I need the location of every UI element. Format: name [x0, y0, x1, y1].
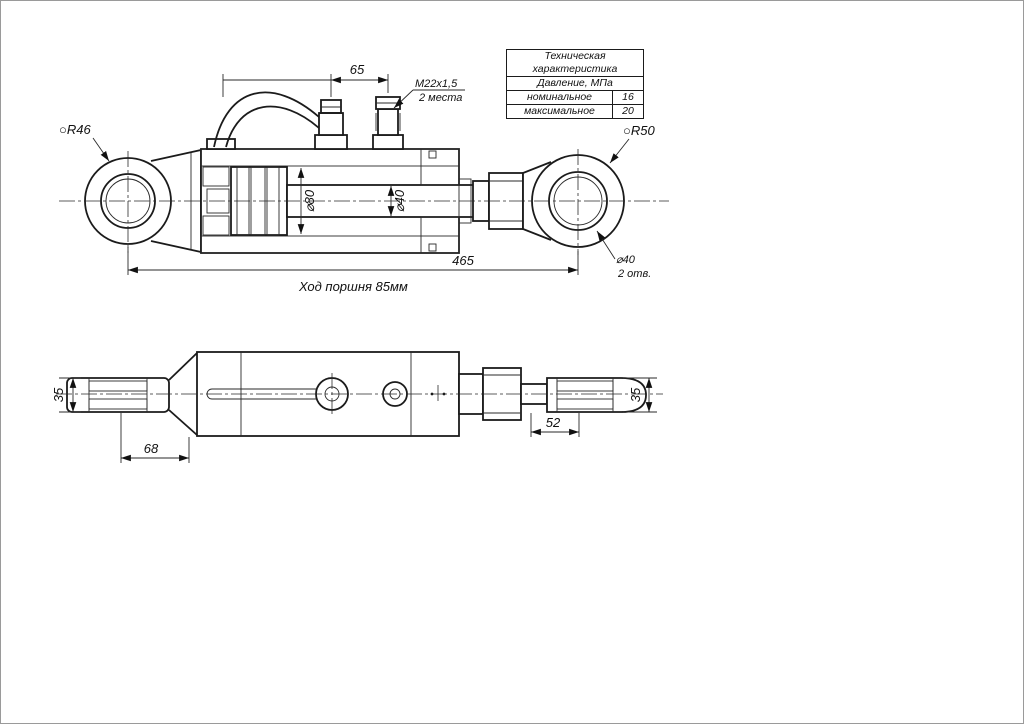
- dim-65: 65: [222, 62, 389, 97]
- port-left: [314, 99, 348, 150]
- plan-left-eye: [66, 377, 170, 413]
- thread-callout: M22x1,5 2 места: [393, 78, 465, 109]
- dim-68-label: 68: [144, 441, 159, 456]
- spec-table-max-row: максимальное 20: [507, 105, 643, 118]
- thread-places-label: 2 места: [418, 92, 462, 104]
- tube: [206, 91, 320, 150]
- thread-label: M22x1,5: [415, 78, 458, 90]
- radius-right-label: ○R50: [623, 123, 655, 138]
- spec-table-nominal-row: номинальное 16: [507, 91, 643, 105]
- dim-35-left: 35: [51, 377, 81, 413]
- spec-table: Техническая характеристика Давление, МПа…: [506, 49, 644, 119]
- stroke-label: Ход поршня 85мм: [298, 279, 408, 294]
- spec-table-pressure-label: Давление, МПа: [537, 77, 613, 89]
- dim-68: 68: [120, 413, 190, 463]
- dim-rod: ⌀40: [387, 186, 407, 216]
- eye-hole-dia-label: ⌀40: [616, 254, 636, 266]
- dim-35-right-label: 35: [628, 387, 643, 402]
- bore-dia-label: ⌀80: [302, 189, 317, 212]
- dim-35-left-label: 35: [51, 387, 66, 402]
- eye-hole-callout: ⌀40 2 отв.: [596, 230, 651, 280]
- dim-465-label: 465: [452, 253, 474, 268]
- spec-table-pressure-row: Давление, МПа: [507, 77, 643, 91]
- spec-table-nominal-value: 16: [612, 91, 643, 104]
- spec-table-title: Техническая характеристика: [532, 50, 618, 75]
- dim-65-label: 65: [350, 62, 365, 77]
- dim-35-right: 35: [623, 377, 657, 413]
- spec-table-nominal-label: номинальное: [526, 91, 593, 103]
- plan-view: 35 35 68 52: [51, 351, 663, 463]
- spec-table-max-label: максимальное: [524, 105, 595, 117]
- dim-bore: ⌀80: [297, 168, 317, 234]
- spec-table-max-value: 20: [612, 105, 643, 118]
- radius-right-callout: ○R50: [609, 123, 655, 164]
- dim-52-label: 52: [546, 415, 561, 430]
- plan-taper-top: [168, 352, 198, 381]
- plan-taper-bottom: [168, 409, 198, 436]
- eye-hole-qty-label: 2 отв.: [617, 268, 651, 280]
- dim-52: 52: [530, 413, 580, 437]
- rod-dia-label: ⌀40: [392, 189, 407, 212]
- dim-465: 465: [127, 247, 579, 275]
- spec-table-title-row: Техническая характеристика: [507, 50, 643, 77]
- port-right: [372, 96, 404, 150]
- radius-left-label: ○R46: [59, 122, 91, 137]
- radius-left-callout: ○R46: [59, 122, 110, 162]
- side-view: 65 M22x1,5 2 места ○R46 ○R50: [59, 62, 669, 294]
